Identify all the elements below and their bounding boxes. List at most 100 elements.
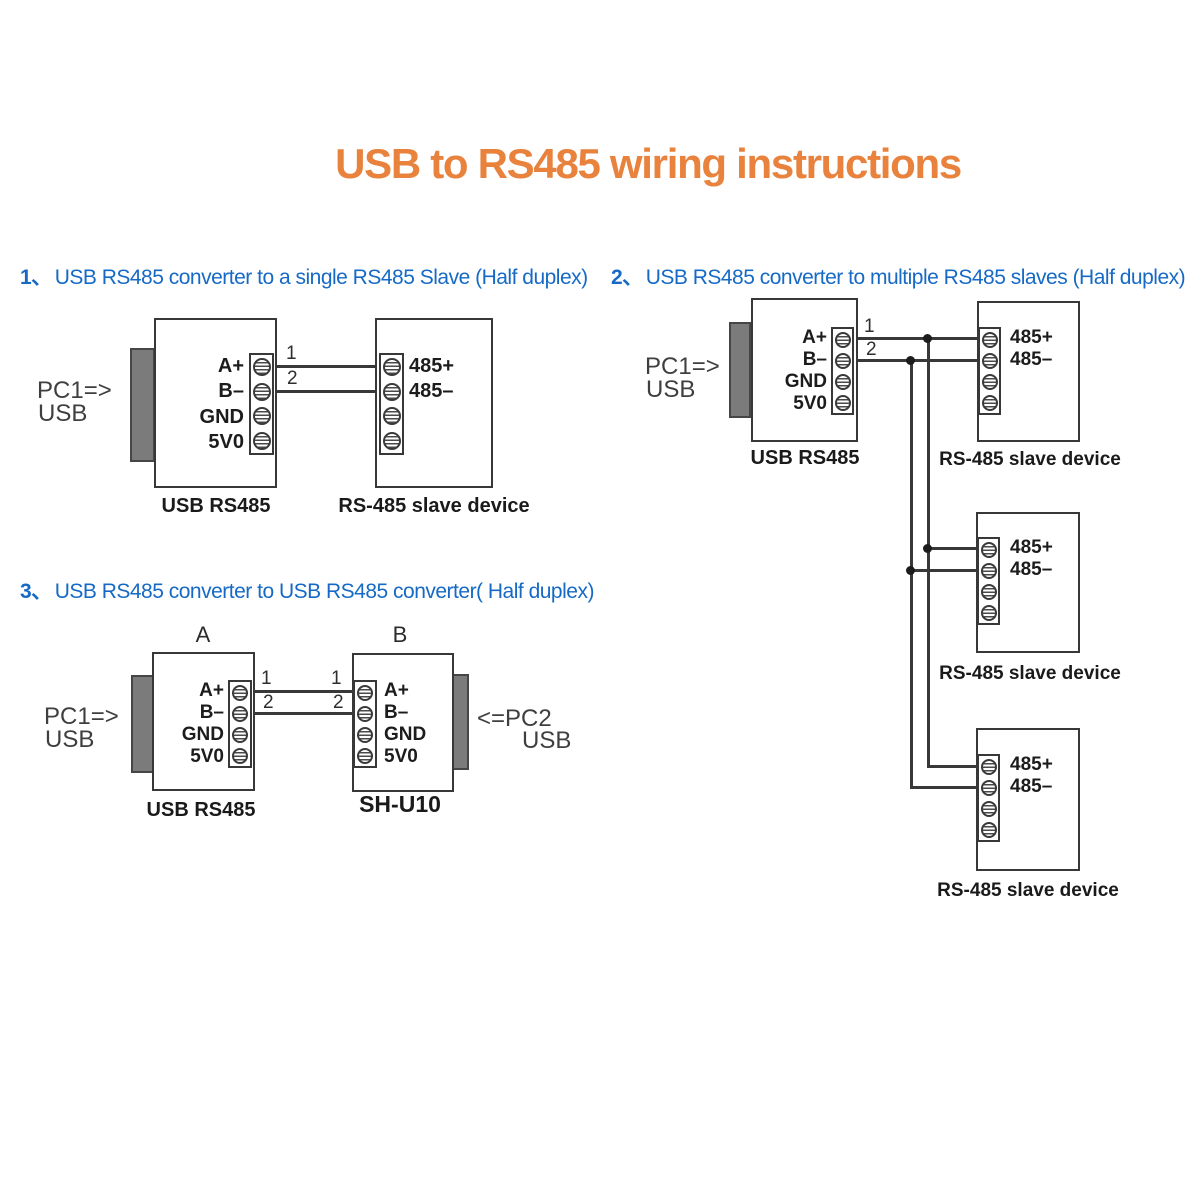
label-485-minus: 485–: [1010, 559, 1053, 580]
pin-label-5v0: 5V0: [793, 393, 827, 414]
screw-terminal: [382, 431, 401, 450]
section-heading-2: 2、USB RS485 converter to multiple RS485 …: [611, 266, 1186, 290]
pin-label-a-plus: A+: [199, 680, 224, 701]
wire-2: [274, 390, 380, 393]
screw-terminal: [980, 604, 997, 621]
pc1-label: PC1=>: [44, 703, 119, 730]
box-a-label: A: [195, 622, 211, 647]
screw-terminal: [357, 684, 373, 701]
pc1-label: PC1=>: [37, 377, 112, 404]
section-text-3: USB RS485 converter to USB RS485 convert…: [54, 580, 595, 603]
junction-dot: [906, 566, 915, 575]
terminal-block: [831, 327, 854, 415]
pin-label-gnd: GND: [199, 406, 244, 428]
device-caption-converter: USB RS485: [750, 447, 860, 469]
device-caption-slave: RS-485 slave device: [338, 495, 530, 517]
pin-label-b-minus: B–: [218, 380, 244, 402]
pc1-label: PC1=>: [645, 353, 720, 380]
screw-terminal: [981, 352, 998, 369]
wire-number-2: 2: [263, 692, 274, 713]
screw-terminal: [232, 726, 248, 743]
screw-terminal: [252, 431, 271, 450]
device-caption-sh-u10: SH-U10: [359, 791, 441, 817]
page-title: USB to RS485 wiring instructions: [335, 140, 962, 187]
section-number-1: 1、: [20, 266, 52, 289]
pin-label-5v0: 5V0: [384, 746, 418, 767]
branch-wire-1: [927, 765, 978, 768]
wire-1: [274, 365, 380, 368]
screw-terminal: [252, 382, 271, 401]
box-b-label: B: [392, 622, 408, 647]
pc2-label: <=PC2: [477, 705, 552, 732]
pin-label-gnd: GND: [384, 724, 427, 745]
screw-terminal: [357, 705, 373, 722]
pin-label-b-minus: B–: [199, 702, 224, 723]
screw-terminal: [834, 352, 851, 369]
pin-label-a-plus: A+: [217, 355, 244, 377]
screw-terminal: [834, 331, 851, 348]
terminal-block: [249, 353, 274, 455]
pin-label-5v0: 5V0: [190, 746, 224, 767]
device-caption-slave: RS-485 slave device: [937, 880, 1119, 901]
screw-terminal: [980, 758, 997, 775]
wire-number-2: 2: [287, 368, 298, 389]
screw-terminal: [980, 821, 997, 838]
terminal-block: [379, 353, 404, 455]
pin-label-5v0: 5V0: [208, 431, 244, 453]
screw-terminal: [980, 541, 997, 558]
terminal-block: [977, 754, 1000, 842]
wire-2: [252, 712, 353, 715]
wire-1: [252, 690, 353, 693]
pin-label-b-minus: B–: [384, 702, 409, 723]
label-485-minus: 485–: [409, 380, 454, 402]
screw-terminal: [980, 583, 997, 600]
label-485-minus: 485–: [1010, 349, 1053, 370]
pin-label-gnd: GND: [784, 371, 827, 392]
junction-dot: [923, 334, 932, 343]
pin-label-b-minus: B–: [802, 349, 827, 370]
screw-terminal: [252, 358, 271, 377]
device-caption-converter: USB RS485: [161, 495, 271, 517]
section-text-1: USB RS485 converter to a single RS485 Sl…: [54, 266, 588, 289]
pin-label-gnd: GND: [181, 724, 224, 745]
screw-terminal: [232, 684, 248, 701]
junction-dot: [923, 544, 932, 553]
screw-terminal: [382, 358, 401, 377]
label-485-plus: 485+: [409, 355, 455, 377]
screw-terminal: [252, 407, 271, 426]
screw-terminal: [980, 562, 997, 579]
screw-terminal: [980, 800, 997, 817]
screw-terminal: [834, 394, 851, 411]
screw-terminal: [382, 382, 401, 401]
branch-wire-1: [927, 547, 978, 550]
screw-terminal: [981, 394, 998, 411]
wire-number-1: 1: [261, 668, 272, 689]
label-485-plus: 485+: [1010, 327, 1053, 348]
device-caption-slave: RS-485 slave device: [939, 449, 1121, 470]
branch-wire-2: [910, 786, 978, 789]
label-485-minus: 485–: [1010, 776, 1053, 797]
wire-number-2: 2: [333, 692, 344, 713]
section-heading-1: 1、USB RS485 converter to a single RS485 …: [20, 266, 588, 290]
wire-number-1: 1: [286, 343, 297, 364]
terminal-block: [353, 680, 377, 768]
usb-label: USB: [522, 727, 572, 754]
section-number-3: 3、: [20, 580, 52, 603]
usb-connector: [729, 322, 751, 418]
pin-label-a-plus: A+: [802, 327, 827, 348]
screw-terminal: [980, 779, 997, 796]
device-caption-converter: USB RS485: [146, 799, 256, 821]
screw-terminal: [834, 373, 851, 390]
wire-number-1: 1: [331, 668, 342, 689]
screw-terminal: [357, 747, 373, 764]
device-caption-slave: RS-485 slave device: [939, 663, 1121, 684]
screw-terminal: [981, 331, 998, 348]
usb-label: USB: [45, 726, 95, 753]
wire-1: [854, 337, 978, 340]
label-485-plus: 485+: [1010, 754, 1053, 775]
label-485-plus: 485+: [1010, 537, 1053, 558]
screw-terminal: [981, 373, 998, 390]
terminal-block: [978, 327, 1001, 415]
junction-dot: [906, 356, 915, 365]
